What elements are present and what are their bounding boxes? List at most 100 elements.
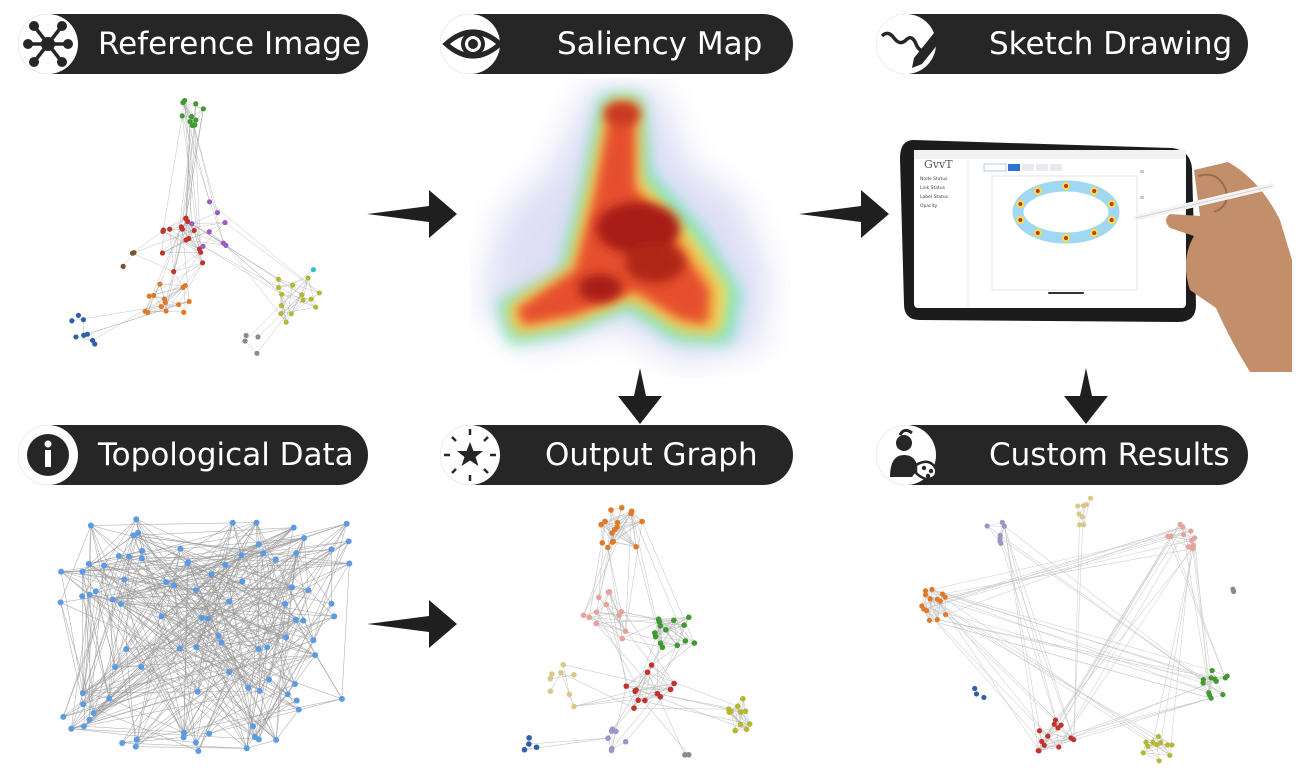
header-saliency-map: Saliency Map (440, 14, 793, 74)
graph-edge (263, 552, 309, 591)
graph-edge (201, 553, 297, 619)
pen-sketch-icon (880, 28, 946, 68)
graph-edge (124, 579, 287, 638)
graph-node (288, 584, 295, 591)
graph-edge (1183, 534, 1210, 696)
graph-node (984, 523, 990, 529)
info-icon (27, 434, 69, 476)
graph-node (1039, 738, 1045, 745)
graph-edge (635, 642, 695, 691)
graph-edge (1167, 536, 1226, 678)
graph-node (290, 524, 297, 531)
graph-edge (937, 619, 1204, 680)
graph-edge (598, 521, 606, 598)
graph-edge (1041, 697, 1212, 742)
graph-edge (60, 525, 92, 603)
graph-node (293, 697, 300, 704)
graph-edge (88, 548, 181, 565)
graph-edge (1044, 524, 1181, 746)
graph-node (193, 644, 200, 651)
graph-edge (198, 559, 277, 752)
graph-node (737, 721, 744, 728)
graph-node (734, 703, 741, 710)
graph-edge (138, 532, 276, 560)
graph-node (288, 311, 294, 317)
graph-node (85, 560, 92, 567)
graph-node (1080, 503, 1087, 509)
graph-edge (118, 555, 316, 656)
graph-edge (124, 573, 212, 580)
tablet-menu-item[interactable]: Node Status (920, 176, 948, 182)
tablet-sketch-device: GvvT Node Status Link Status Label Statu… (900, 140, 1292, 372)
graph-node (255, 736, 262, 743)
tablet-menu-item[interactable]: Link Status (920, 185, 946, 191)
topological-graph (57, 516, 353, 755)
graph-edge (1004, 526, 1059, 728)
graph-node (193, 101, 199, 107)
graph-node (1087, 495, 1094, 501)
graph-edge (986, 525, 1001, 536)
tablet-menu-item[interactable]: Opacity (920, 203, 938, 209)
graph-edge (929, 620, 1212, 699)
graph-edge (1170, 536, 1226, 678)
graph-node (1188, 528, 1194, 534)
graph-node (80, 317, 87, 323)
graph-node (682, 638, 689, 644)
graph-edge (89, 594, 122, 605)
graph-edge (60, 571, 84, 694)
header-output-graph: Output Graph (440, 425, 793, 485)
graph-edge (925, 594, 1074, 740)
graph-node (206, 199, 213, 205)
graph-edge (89, 594, 260, 692)
graph-edge (295, 619, 343, 699)
tablet-menu-item[interactable]: Label Status (920, 194, 949, 200)
graph-node (79, 568, 86, 575)
graph-edge (82, 620, 304, 694)
graph-edge (1038, 746, 1059, 752)
graph-edge (114, 585, 175, 668)
graph-edge (313, 603, 332, 641)
graph-edge (82, 692, 110, 699)
graph-edge (1143, 752, 1170, 756)
sparkle-star-icon (444, 429, 496, 481)
tablet-sketch-ring (1016, 182, 1116, 242)
graph-node (186, 298, 192, 305)
graph-edge (1004, 525, 1204, 680)
graph-edge (1143, 752, 1160, 762)
graph-node (608, 747, 615, 754)
graph-node (1180, 531, 1187, 538)
graph-edge (1004, 526, 1039, 751)
graph-node (176, 645, 183, 652)
graph-node (106, 695, 113, 702)
graph-node (300, 297, 306, 303)
graph-node (1164, 742, 1171, 748)
graph-node (1155, 733, 1162, 740)
graph-node (208, 571, 215, 578)
graph-edge (291, 300, 304, 314)
graph-node (119, 739, 126, 746)
graph-edge (241, 555, 314, 641)
graph-edge (196, 646, 260, 692)
graph-edge (937, 599, 1040, 751)
graph-node (80, 701, 87, 708)
graph-edge (987, 522, 1003, 527)
graph-node (622, 738, 629, 745)
graph-edge (81, 596, 110, 699)
graph-edge (71, 574, 212, 729)
graph-node (521, 746, 528, 753)
graph-node (86, 591, 93, 598)
graph-node (742, 708, 749, 715)
graph-edge (173, 252, 201, 272)
graph-edge (135, 519, 248, 749)
graph-node (328, 546, 335, 553)
graph-edge (180, 537, 305, 550)
graph-edge (246, 639, 314, 749)
graph-node (79, 593, 86, 600)
graph-node (549, 671, 555, 677)
graph-node (163, 578, 170, 585)
reference-graph (69, 97, 322, 356)
graph-node (138, 663, 145, 670)
graph-node (180, 729, 187, 736)
graph-edge (71, 728, 259, 740)
graph-edge (161, 527, 294, 617)
